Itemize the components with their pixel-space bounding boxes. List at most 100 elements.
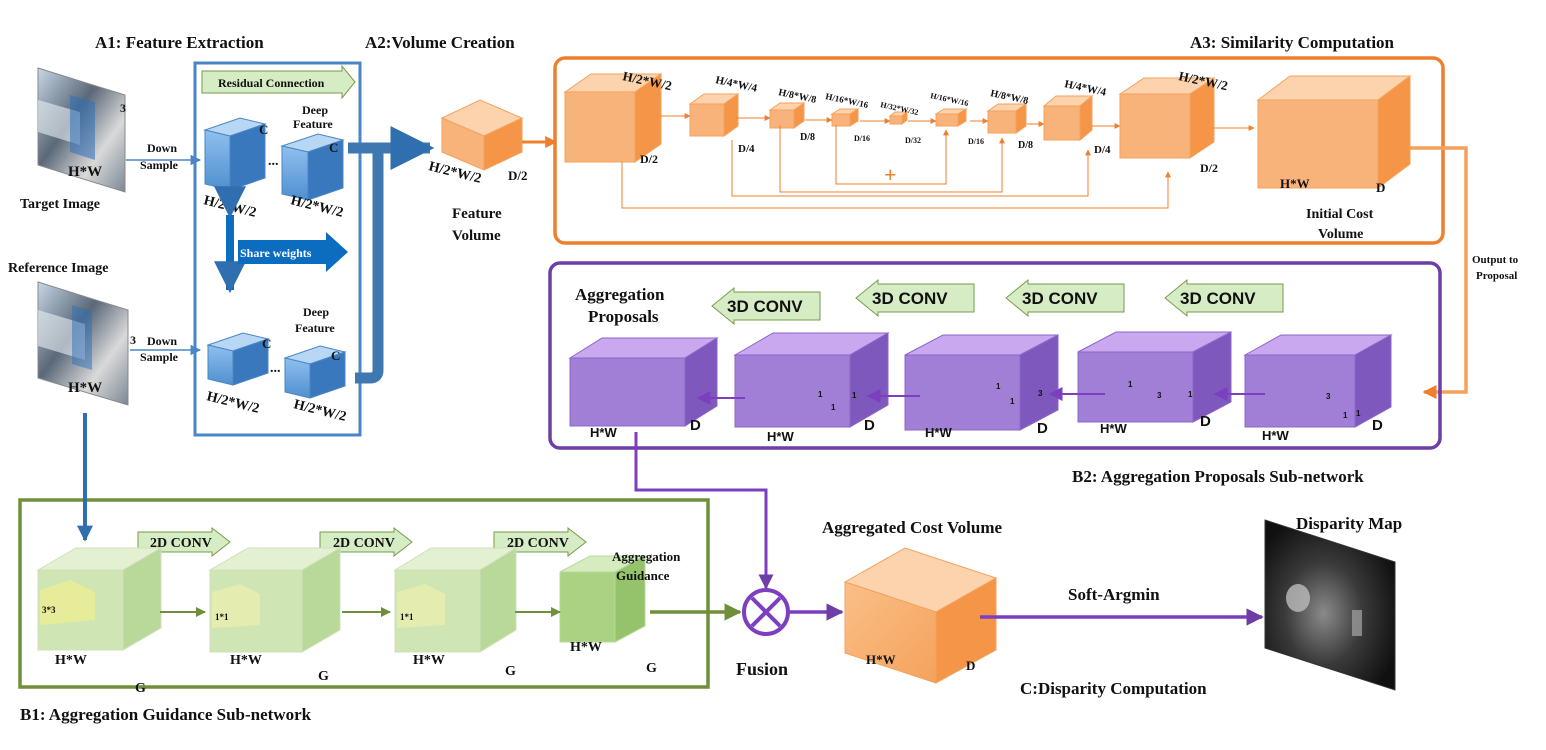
a3-cube-7 bbox=[986, 103, 1028, 134]
b2-cube-5-side bbox=[1354, 334, 1392, 428]
a3-dim-2: H/4*W/4 bbox=[714, 74, 758, 95]
a3-cube-7-front bbox=[987, 110, 1017, 134]
feature-top-feature: Feature bbox=[293, 117, 333, 131]
target-image-label: Target Image bbox=[20, 197, 100, 212]
share-weights-arrow bbox=[238, 232, 348, 272]
output-to-label-2: Proposal bbox=[1476, 270, 1517, 282]
title-c: C:Disparity Computation bbox=[1020, 679, 1207, 698]
aggregation-proposals-box bbox=[548, 261, 1442, 450]
b1-highlight-1 bbox=[40, 580, 95, 625]
b2-hw-5: H*W bbox=[1262, 428, 1289, 443]
a3-cube-5 bbox=[888, 110, 909, 126]
output-to-proposal-connector bbox=[1410, 146, 1468, 399]
conv2d-label-2: 2D CONV bbox=[333, 536, 395, 551]
conv3d-label-3: 3D CONV bbox=[1022, 289, 1098, 308]
a3-cube-2-front bbox=[689, 103, 725, 137]
b1-g-1: G bbox=[135, 681, 146, 696]
b1-kernel-1: 3*3 bbox=[42, 605, 56, 615]
fusion-label: Fusion bbox=[736, 659, 788, 679]
feature-extractor-box bbox=[193, 61, 362, 437]
a3-cube-8-side bbox=[1079, 94, 1093, 142]
b1-hw-4: H*W bbox=[570, 640, 602, 655]
feature-block-top-1 bbox=[203, 117, 267, 191]
b1-highlight-2 bbox=[212, 584, 260, 628]
skip-connection-3 bbox=[779, 125, 1005, 193]
a3-dim-6: H/16*W/16 bbox=[930, 91, 970, 108]
b1-cube-4 bbox=[559, 555, 646, 643]
disparity-map-image bbox=[1264, 519, 1396, 691]
a3-cube-8-front bbox=[1043, 105, 1081, 141]
b2-hw-3: H*W bbox=[925, 425, 952, 440]
b2-k-3b: 1 bbox=[1010, 397, 1015, 406]
a3-d-8: D/4 bbox=[1094, 144, 1111, 156]
b2-d-1: D bbox=[690, 417, 701, 434]
b2-k-4c: 1 bbox=[852, 391, 857, 400]
a3-d-6: D/16 bbox=[968, 137, 984, 146]
feature-top-c2: C bbox=[329, 140, 338, 155]
target-image bbox=[37, 67, 126, 193]
a1-to-a2-connector bbox=[348, 142, 384, 384]
target-image-dim-3: 3 bbox=[120, 101, 126, 115]
b1-kernel-2: 1*1 bbox=[215, 612, 229, 622]
a3-d-2: D/4 bbox=[738, 143, 755, 155]
feature-bottom-dim-1: H/2*W/2 bbox=[205, 389, 261, 417]
feature-volume-cube bbox=[440, 99, 524, 171]
b2-k-3a: 1 bbox=[996, 382, 1001, 391]
a3-cube-4-front bbox=[831, 113, 851, 127]
b2-cube-2-front bbox=[734, 354, 851, 428]
b2-cube-1-front bbox=[569, 357, 686, 427]
output-to-label-1: Output to bbox=[1472, 254, 1519, 266]
a3-cube-3-side bbox=[793, 102, 805, 129]
b1-cube-2-side bbox=[301, 547, 341, 653]
aggregation-guidance-box bbox=[18, 498, 710, 689]
a3-cube-initial-side bbox=[1377, 75, 1411, 189]
b2-k-4b: 1 bbox=[831, 403, 836, 412]
a3-d-9: D/2 bbox=[1200, 161, 1218, 175]
soft-argmin-label: Soft-Argmin bbox=[1068, 585, 1160, 604]
feature-top-dots: ... bbox=[268, 154, 279, 169]
a3-cube-7-side bbox=[1015, 103, 1027, 134]
aggregated-cost-volume-cube bbox=[843, 547, 998, 684]
aggregation-guidance-label-1: Aggregation bbox=[612, 549, 681, 564]
b2-d-3: D bbox=[1037, 420, 1048, 437]
b2-hw-4: H*W bbox=[1100, 421, 1127, 436]
feature-block-bottom-1 bbox=[206, 332, 270, 386]
a3-d-3: D/8 bbox=[800, 132, 815, 143]
skip-connection-2 bbox=[731, 140, 1091, 197]
similarity-computation-box bbox=[553, 56, 1445, 245]
b2-k-1c: 1 bbox=[1356, 409, 1361, 418]
reference-image bbox=[37, 281, 129, 406]
feature-bottom-c1: C bbox=[262, 336, 271, 351]
a3-cube-initial bbox=[1256, 75, 1412, 189]
aggregated-d: D bbox=[966, 658, 975, 673]
a3-cube-5-side bbox=[901, 110, 908, 126]
a3-cube-4-side bbox=[849, 108, 859, 127]
a3-cube-3 bbox=[768, 102, 806, 129]
b1-cube-3 bbox=[393, 547, 518, 653]
conv3d-label-4: 3D CONV bbox=[1180, 289, 1256, 308]
title-a3: A3: Similarity Computation bbox=[1190, 33, 1395, 52]
conv3d-label-1: 3D CONV bbox=[727, 297, 803, 316]
feature-bottom-feature: Feature bbox=[295, 321, 335, 335]
target-image-dim-hw: H*W bbox=[68, 164, 102, 180]
a3-cube-6-front bbox=[935, 113, 959, 127]
b2-cube-3-side bbox=[1019, 334, 1059, 431]
feature-bottom-c2: C bbox=[331, 348, 340, 363]
b1-cube-4-side bbox=[614, 555, 646, 643]
a3-cube-8 bbox=[1042, 94, 1094, 142]
downsample-bottom-l1: Down bbox=[147, 334, 177, 348]
share-weights-label: Share weights bbox=[240, 246, 312, 260]
a3-cube-5-front bbox=[889, 115, 903, 125]
a3-cube-2 bbox=[688, 93, 740, 137]
title-b2: B2: Aggregation Proposals Sub-network bbox=[1072, 467, 1364, 486]
conv2d-label-3: 2D CONV bbox=[507, 536, 569, 551]
guidance-cubes bbox=[36, 547, 646, 653]
aggregated-cost-volume-label: Aggregated Cost Volume bbox=[822, 518, 1003, 537]
aggregation-proposals-label-2: Proposals bbox=[588, 307, 659, 326]
a3-cube-4 bbox=[830, 108, 860, 127]
hourglass-cubes bbox=[563, 73, 1412, 189]
b2-cube-5 bbox=[1243, 334, 1393, 428]
a3-cube-6-side bbox=[957, 108, 967, 127]
initial-cost-label-2: Volume bbox=[1318, 227, 1363, 242]
b1-g-3: G bbox=[505, 664, 516, 679]
